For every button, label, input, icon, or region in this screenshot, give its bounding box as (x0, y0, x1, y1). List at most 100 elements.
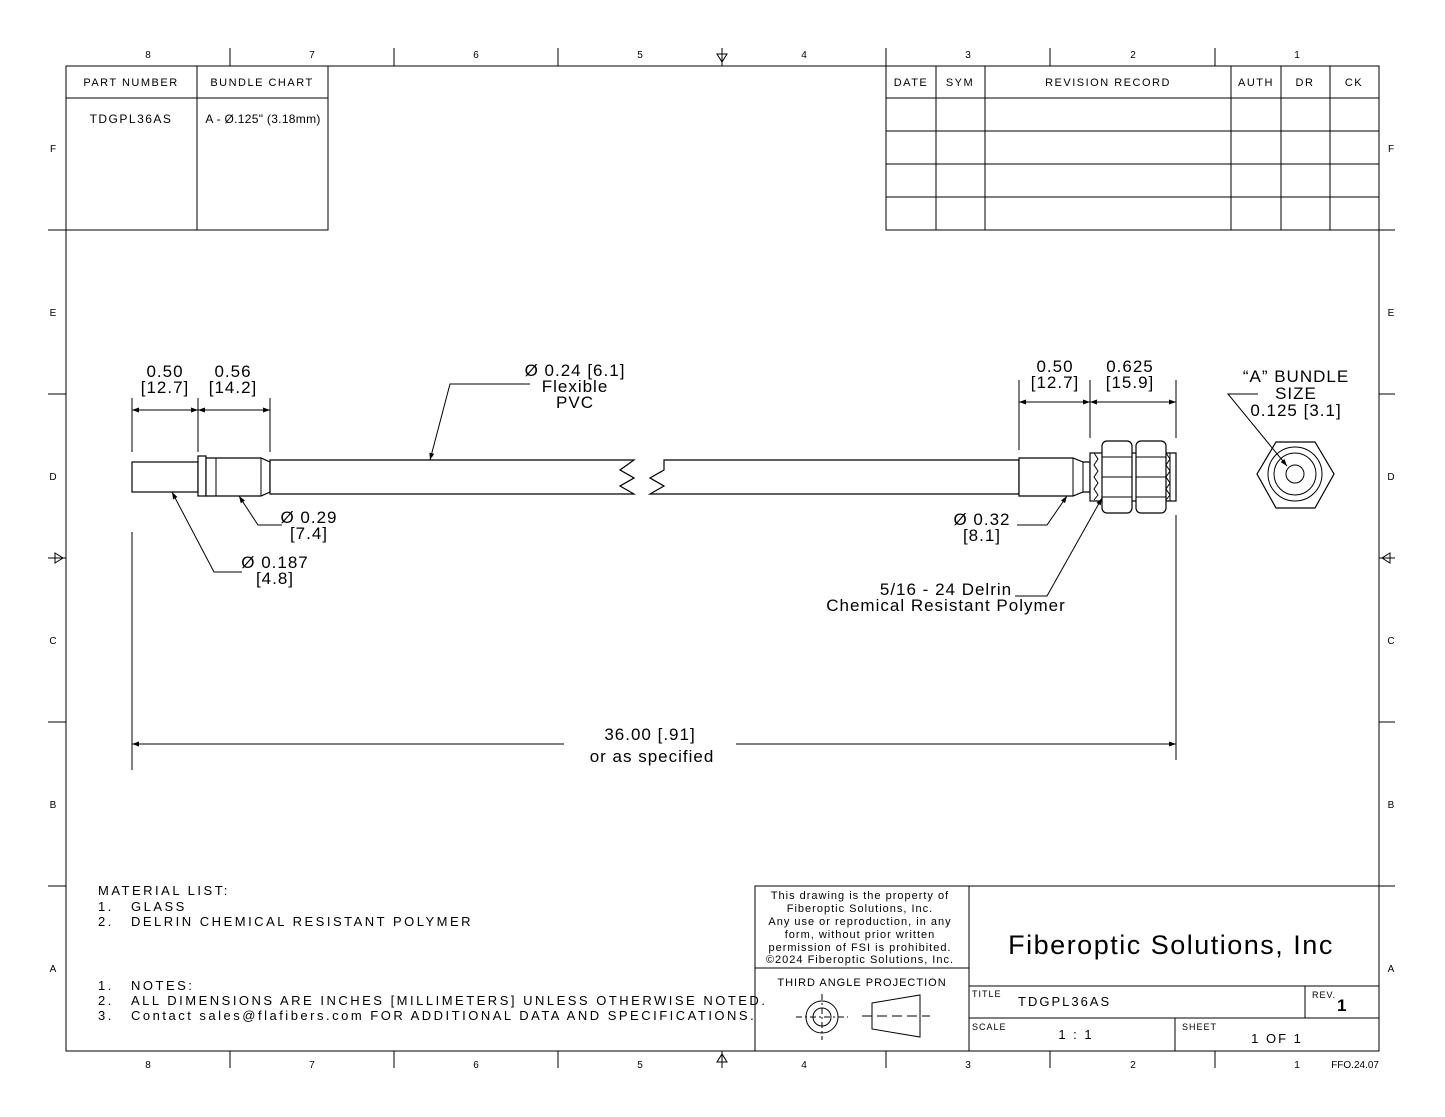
zone-row-right: A (1388, 964, 1395, 975)
property-line: Any use or reproduction, in any (768, 916, 951, 928)
zone-row-left: C (49, 636, 56, 647)
sheet-value: 1 OF 1 (1251, 1031, 1303, 1046)
zone-col-top: 5 (637, 50, 643, 61)
bundle-chart-header: BUNDLE CHART (210, 77, 313, 89)
material-list: MATERIAL LIST: 1. GLASS 2. DELRIN CHEMIC… (98, 883, 473, 929)
property-line: This drawing is the property of (771, 890, 949, 902)
dim-bundle-line1: “A” BUNDLE (1243, 367, 1349, 386)
dim-thread-length-mm: [15.9] (1106, 373, 1155, 392)
property-line: form, without prior written (785, 929, 935, 941)
bundle-chart-value: A - Ø.125" (3.18mm) (205, 112, 320, 126)
zone-col-top: 7 (309, 50, 315, 61)
zone-col-bottom: 8 (145, 1060, 151, 1071)
rev-header-sym: SYM (946, 77, 974, 89)
rev-header-record: REVISION RECORD (1045, 77, 1171, 89)
zone-labels: 8 7 6 5 4 3 2 1 8 7 6 5 4 3 2 1 F E D C … (49, 50, 1394, 1071)
zone-col-top: 4 (801, 50, 807, 61)
zone-col-top: 1 (1294, 50, 1300, 61)
drawing-frame (48, 48, 1395, 1068)
material-item-num: 2. (98, 914, 114, 929)
cable-assembly-drawing (131, 440, 1177, 514)
dim-thread-line1: 5/16 - 24 Delrin (880, 580, 1012, 599)
rev-value: 1 (1337, 996, 1346, 1015)
dim-cable-dia: Ø 0.24 [6.1] (525, 361, 626, 380)
zone-row-left: A (50, 964, 57, 975)
dim-tip-dia-mm: [4.8] (256, 569, 294, 588)
zone-row-left: B (50, 800, 57, 811)
glass-tip (131, 461, 199, 493)
rev-header-dr: DR (1296, 77, 1315, 89)
dim-ferrule-dia: Ø 0.29 (280, 508, 337, 527)
zone-col-bottom: 2 (1130, 1060, 1136, 1071)
property-line: Fiberoptic Solutions, Inc. (787, 903, 933, 915)
rev-header-auth: AUTH (1238, 77, 1274, 89)
zone-row-right: C (1387, 636, 1394, 647)
property-line: ©2024 Fiberoptic Solutions, Inc. (766, 954, 954, 966)
zone-col-bottom: 6 (473, 1060, 479, 1071)
dim-bundle-line2: SIZE (1275, 384, 1317, 403)
part-number-header: PART NUMBER (83, 77, 178, 89)
dim-boot-length: 0.50 (1036, 357, 1073, 376)
center-mark-top (716, 48, 728, 66)
center-mark-left (48, 552, 66, 564)
third-angle-projection-symbol (796, 994, 930, 1040)
dim-tip-length: 0.50 (146, 362, 183, 381)
center-mark-right (1379, 552, 1395, 564)
dimensions: 0.50 [12.7] 0.56 [14.2] Ø 0.24 [6.1] Fle… (131, 357, 1349, 770)
revision-table: DATE SYM REVISION RECORD AUTH DR CK (885, 65, 1380, 231)
title-block: This drawing is the property of Fiberopt… (754, 885, 1380, 1052)
dim-boot-dia-mm: [8.1] (963, 526, 1001, 545)
dim-ferrule-length: 0.56 (214, 362, 251, 381)
zone-col-bottom: 1 (1294, 1060, 1300, 1071)
zone-col-bottom: 3 (965, 1060, 971, 1071)
material-item-text: GLASS (131, 899, 187, 914)
company-name: Fiberoptic Solutions, Inc (1008, 930, 1334, 960)
scale-label: SCALE (972, 1022, 1007, 1032)
zone-col-top: 3 (965, 50, 971, 61)
strain-boot (1018, 457, 1091, 497)
material-item-text: DELRIN CHEMICAL RESISTANT POLYMER (131, 914, 473, 929)
zone-row-left: E (50, 308, 57, 319)
title-label: TITLE (972, 989, 1002, 999)
hex-nut-2 (1135, 440, 1167, 514)
projection-label: THIRD ANGLE PROJECTION (777, 977, 946, 989)
end-view (1256, 441, 1335, 509)
material-item-num: 1. (98, 899, 114, 914)
zone-row-right: B (1388, 800, 1395, 811)
dim-tip-length-mm: [12.7] (141, 378, 190, 397)
zone-row-right: D (1387, 472, 1394, 483)
sheet-label: SHEET (1182, 1022, 1217, 1032)
dim-cable-line2: Flexible (542, 377, 609, 396)
dim-thread-length: 0.625 (1106, 357, 1154, 376)
drawing-title: TDGPL36AS (1018, 994, 1111, 1009)
material-list-title: MATERIAL LIST: (98, 883, 230, 898)
zone-col-top: 2 (1130, 50, 1136, 61)
zone-col-bottom: 7 (309, 1060, 315, 1071)
part-number-value: TDGPL36AS (90, 112, 173, 126)
dim-overall-length: 36.00 [.91] (604, 725, 695, 744)
rev-header-ck: CK (1345, 77, 1363, 89)
dim-ferrule-length-mm: [14.2] (209, 378, 258, 397)
zone-row-right: F (1388, 144, 1394, 155)
property-line: permission of FSI is prohibited. (768, 942, 951, 954)
dim-bundle-line3: 0.125 [3.1] (1250, 401, 1341, 420)
note-text: NOTES: (131, 978, 194, 993)
form-code: FFO.24.07 (1331, 1060, 1379, 1071)
zone-row-left: F (50, 144, 56, 155)
dim-ferrule-dia-mm: [7.4] (290, 524, 328, 543)
dim-overall-line2: or as specified (590, 747, 715, 766)
zone-col-bottom: 5 (637, 1060, 643, 1071)
cable-right (647, 459, 1020, 495)
rev-header-date: DATE (894, 77, 929, 89)
dim-thread-line2: Chemical Resistant Polymer (826, 596, 1066, 615)
center-mark-bottom (716, 1051, 728, 1068)
scale-value: 1 : 1 (1058, 1027, 1093, 1042)
notes: 1. NOTES: 2. ALL DIMENSIONS ARE INCHES [… (98, 978, 765, 1023)
note-text: Contact sales@flafibers.com FOR ADDITION… (131, 1008, 756, 1023)
rev-label: REV. (1312, 990, 1336, 1000)
zone-row-left: D (49, 472, 56, 483)
zone-col-top: 8 (145, 50, 151, 61)
part-number-table: PART NUMBER BUNDLE CHART TDGPL36AS A - Ø… (65, 65, 329, 231)
zone-col-top: 6 (473, 50, 479, 61)
